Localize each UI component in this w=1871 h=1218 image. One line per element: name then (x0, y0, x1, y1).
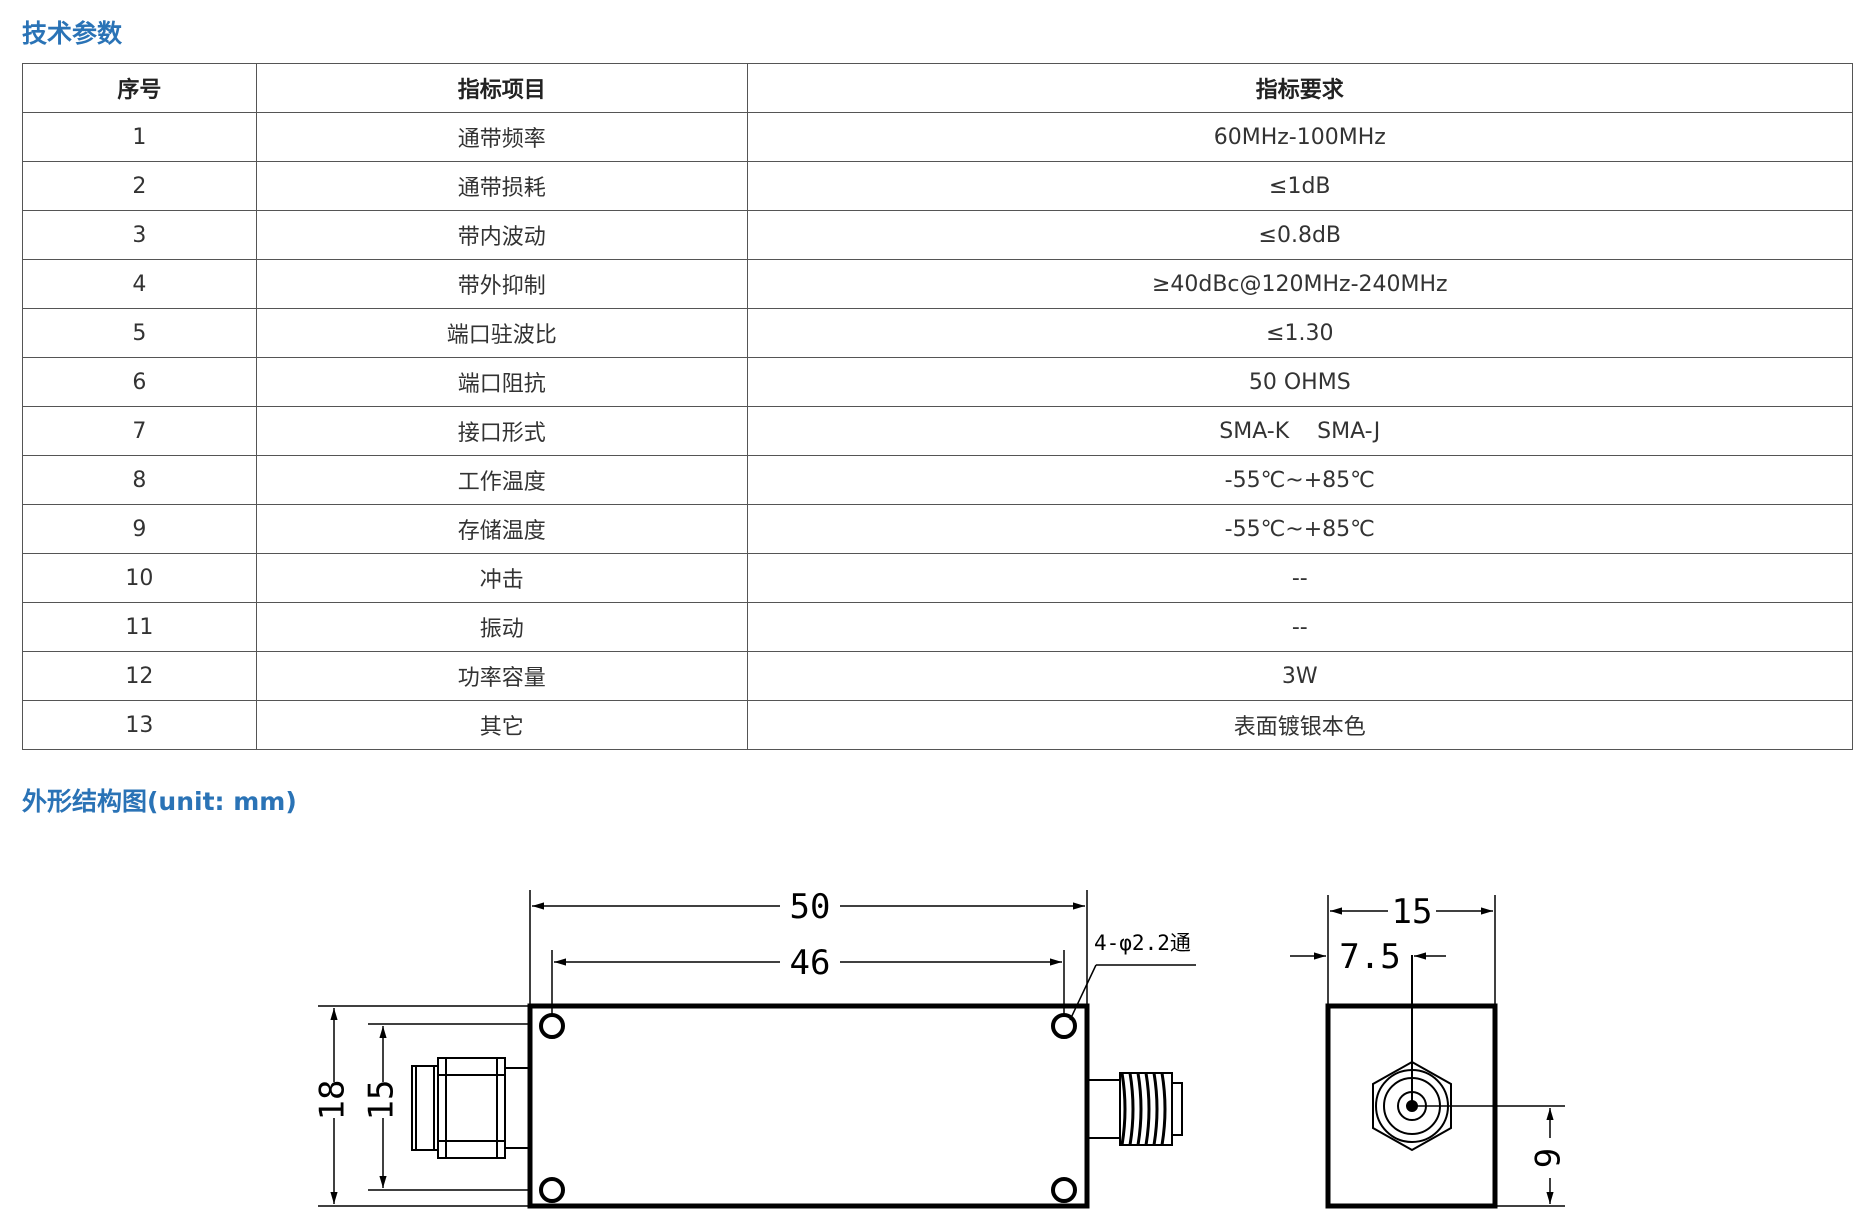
row-index: 5 (22, 308, 257, 358)
row-index: 8 (22, 455, 257, 505)
row-requirement: -- (746, 602, 1854, 652)
side-connector (1372, 955, 1452, 1152)
hole-note-leader (1069, 964, 1196, 1021)
dimension-50 (529, 890, 1088, 1006)
row-index: 9 (22, 504, 257, 554)
dim-7-5-label: 7.5 (1339, 937, 1400, 977)
row-item: 振动 (255, 602, 748, 652)
row-index: 4 (22, 259, 257, 309)
row-requirement: 60MHz-100MHz (746, 112, 1854, 162)
sma-j-connector (411, 1057, 531, 1159)
table-header-row: 序号 指标项目 指标要求 (22, 63, 1854, 113)
outline-drawing: 50 46 4-φ2.2通 18 15 15 7.5 9 (313, 887, 1569, 1209)
row-item: 功率容量 (255, 651, 748, 701)
mounting-holes (539, 1013, 1077, 1203)
row-requirement: 表面镀银本色 (746, 700, 1854, 750)
row-requirement: 3W (746, 651, 1854, 701)
row-index: 1 (22, 112, 257, 162)
dim-18-label: 18 (313, 1080, 353, 1121)
dim-46-label: 46 (790, 943, 831, 983)
row-index: 12 (22, 651, 257, 701)
header-item: 指标项目 (255, 63, 748, 113)
dim-9-label: 9 (1529, 1148, 1569, 1168)
dim-15-width-label: 15 (1392, 892, 1433, 932)
row-item: 带外抑制 (255, 259, 748, 309)
dimension-15-width (1327, 895, 1496, 1006)
row-requirement: ≤1dB (746, 161, 1854, 211)
row-requirement: -- (746, 553, 1854, 603)
row-requirement: -55℃~+85℃ (746, 455, 1854, 505)
row-item: 工作温度 (255, 455, 748, 505)
section-title-outline-drawing: 外形结构图(unit: mm) (22, 787, 297, 816)
hole-note-label: 4-φ2.2通 (1094, 931, 1191, 955)
filter-body-front (527, 1003, 1090, 1209)
dim-15-height-label: 15 (362, 1080, 402, 1121)
dimension-18 (318, 1005, 530, 1207)
row-index: 10 (22, 553, 257, 603)
row-item: 端口阻抗 (255, 357, 748, 407)
row-requirement: ≤0.8dB (746, 210, 1854, 260)
row-item: 存储温度 (255, 504, 748, 554)
sma-k-connector (1086, 1072, 1183, 1146)
row-item: 端口驻波比 (255, 308, 748, 358)
row-item: 带内波动 (255, 210, 748, 260)
dim-50-label: 50 (790, 887, 831, 927)
header-index: 序号 (22, 63, 257, 113)
row-requirement: 50 OHMS (746, 357, 1854, 407)
row-index: 11 (22, 602, 257, 652)
row-item: 接口形式 (255, 406, 748, 456)
row-requirement: SMA-K SMA-J (746, 406, 1854, 456)
dimension-46 (551, 950, 1065, 1015)
row-requirement: -55℃~+85℃ (746, 504, 1854, 554)
row-index: 13 (22, 700, 257, 750)
header-requirement: 指标要求 (746, 63, 1854, 113)
dimension-9 (1412, 1105, 1565, 1207)
row-item: 通带频率 (255, 112, 748, 162)
dimension-15-height (368, 1023, 530, 1191)
row-index: 3 (22, 210, 257, 260)
row-item: 冲击 (255, 553, 748, 603)
row-index: 6 (22, 357, 257, 407)
row-requirement: ≤1.30 (746, 308, 1854, 358)
row-index: 2 (22, 161, 257, 211)
row-index: 7 (22, 406, 257, 456)
row-item: 其它 (255, 700, 748, 750)
row-requirement: ≥40dBc@120MHz-240MHz (746, 259, 1854, 309)
section-title-technical-parameters: 技术参数 (22, 19, 123, 48)
row-item: 通带损耗 (255, 161, 748, 211)
